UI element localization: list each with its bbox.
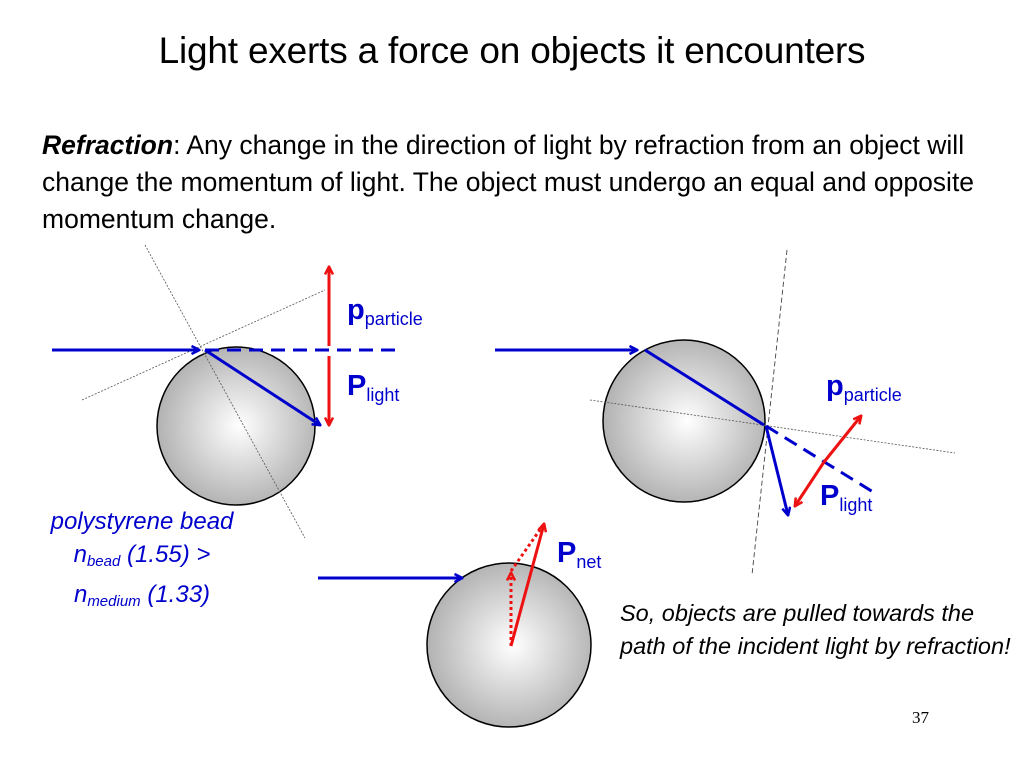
bead-index-value: (1.55) > xyxy=(120,541,211,568)
medium-subscript: medium xyxy=(87,593,141,610)
bead-2 xyxy=(602,339,766,503)
bead-1-group xyxy=(52,244,400,539)
P-symbol: P xyxy=(347,370,367,402)
bead-subscript: bead xyxy=(86,553,121,570)
particle-subscript: particle xyxy=(843,385,902,405)
n-symbol: n xyxy=(73,581,88,608)
label-p-particle-2: pparticle xyxy=(826,370,902,406)
bead-3-net-momentum-arrow xyxy=(509,524,544,647)
label-p-particle-1: pparticle xyxy=(347,294,423,330)
label-P-net: Pnet xyxy=(557,537,601,573)
P-symbol: P xyxy=(820,480,840,512)
bead-2-momentum-arrow-tail xyxy=(795,461,826,506)
bead-1-tangent-line xyxy=(81,289,326,401)
refraction-term: Refraction xyxy=(42,130,174,160)
page-title: Light exerts a force on objects it encou… xyxy=(158,30,866,71)
bead-2-momentum-arrow xyxy=(822,416,861,463)
body-text: Refraction: Any change in the direction … xyxy=(42,127,992,238)
light-subscript: light xyxy=(839,495,873,515)
medium-index-value: (1.33) xyxy=(140,581,211,608)
page-number: 37 xyxy=(912,708,929,727)
body-sentence: Any change in the direction of light by … xyxy=(42,130,975,234)
light-subscript: light xyxy=(366,385,400,405)
bead-2-internal-ray xyxy=(644,348,765,427)
bead-2-tangent-line xyxy=(589,399,956,454)
bead-2-normal-line xyxy=(751,249,788,576)
bead-3-group xyxy=(318,524,592,728)
bead-1-normal-line xyxy=(144,244,306,539)
term-colon: : xyxy=(173,130,181,160)
label-P-light-2: Plight xyxy=(820,480,872,516)
p-symbol: p xyxy=(826,370,844,402)
label-P-light-1: Plight xyxy=(347,370,399,406)
conclusion-text: So, objects are pulled towards the path … xyxy=(620,600,1011,659)
bead-caption: polystyrene bead nbead (1.55) > nmedium … xyxy=(22,505,262,618)
n-symbol: n xyxy=(73,541,87,568)
bead-2-exit-arrow xyxy=(764,425,788,515)
bead-3 xyxy=(426,562,592,728)
bead-1-refracted-arrow xyxy=(204,348,320,425)
bead-caption-line2: nbead (1.55) > xyxy=(22,538,262,578)
p-symbol: p xyxy=(347,294,365,326)
P-symbol: P xyxy=(557,537,577,569)
net-subscript: net xyxy=(576,552,602,572)
bead-2-group xyxy=(495,249,956,576)
bead-caption-line1: polystyrene bead xyxy=(50,508,234,535)
bead-caption-line3: nmedium (1.33) xyxy=(22,578,262,618)
particle-subscript: particle xyxy=(364,309,423,329)
